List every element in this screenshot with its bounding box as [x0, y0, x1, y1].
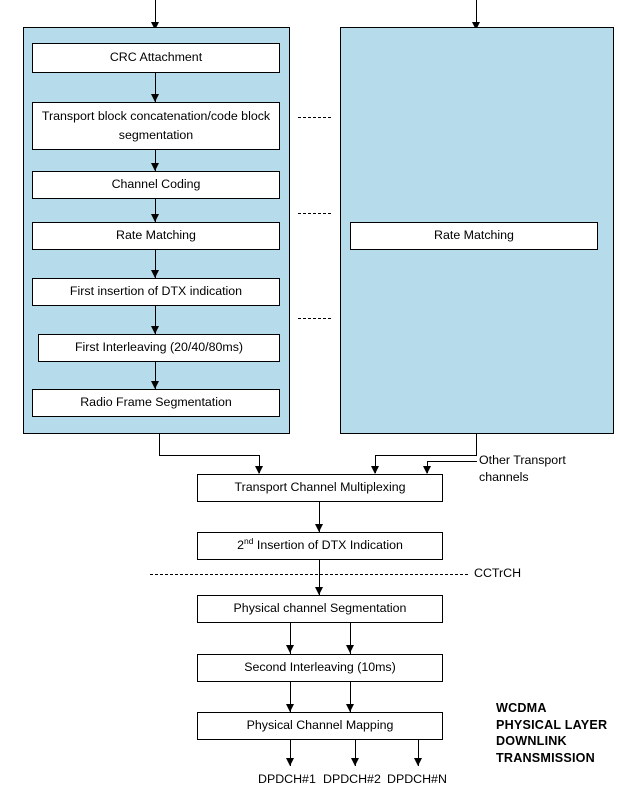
box-first-insertion-dtx[interactable]: First insertion of DTX indication: [32, 278, 280, 306]
right-panel-to-mux-head: [371, 466, 379, 474]
diagram-caption: WCDMA PHYSICAL LAYER DOWNLINK TRANSMISSI…: [496, 701, 608, 765]
dashed-connector-2: [298, 213, 331, 214]
box-second-interleaving[interactable]: Second Interleaving (10ms): [197, 654, 443, 682]
arrow-interleave2-to-mapping-head-a: [286, 704, 294, 712]
box-physical-channel-segmentation[interactable]: Physical channel Segmentation: [197, 595, 443, 623]
input-arrow-left-head: [151, 22, 159, 30]
right-panel-exit-line: [476, 434, 478, 456]
box-crc-attachment[interactable]: CRC Attachment: [32, 43, 280, 73]
box-first-interleaving[interactable]: First Interleaving (20/40/80ms): [38, 334, 280, 362]
output-label-dpdch2: DPDCH#2: [323, 772, 381, 786]
left-panel-exit-horizontal: [159, 455, 260, 457]
box-transport-block-concatenation[interactable]: Transport block concatenation/code block…: [32, 102, 280, 150]
output-line-dpdch1: [290, 740, 292, 766]
box-second-insertion-dtx[interactable]: 2nd Insertion of DTX Indication: [197, 532, 443, 560]
arrow-coding-to-ratematch-head: [151, 214, 159, 222]
arrow-coding-to-ratematch-line: [155, 199, 157, 222]
right-panel-exit-horizontal: [375, 455, 477, 457]
box-rate-matching-right[interactable]: Rate Matching: [350, 222, 598, 250]
box-channel-coding[interactable]: Channel Coding: [32, 171, 280, 199]
arrow-physeg-to-interleave2-head-a: [286, 645, 294, 653]
arrow-concat-to-coding-head: [151, 163, 159, 171]
arrow-interleave2-to-mapping-line-b: [350, 682, 352, 712]
arrow-interleaving-to-radioframe-line: [155, 362, 157, 389]
box-rate-matching-left[interactable]: Rate Matching: [32, 222, 280, 250]
arrow-crc-to-concat-line: [155, 73, 157, 102]
box-transport-channel-multiplexing[interactable]: Transport Channel Multiplexing: [197, 474, 443, 502]
other-transport-horizontal: [427, 461, 477, 463]
left-panel-to-mux-head: [255, 466, 263, 474]
arrow-crc-to-concat-head: [151, 94, 159, 102]
arrow-ratematch-to-dtx-line: [155, 250, 157, 278]
right-panel-to-mux-line: [375, 455, 377, 473]
arrow-dtx-to-interleaving-head: [151, 326, 159, 334]
arrow-dtx2-to-physeg-line: [319, 560, 321, 595]
arrow-interleave2-to-mapping-head-b: [346, 704, 354, 712]
output-arrow-dpdch1: [286, 758, 294, 766]
cctrch-divider-line: [150, 574, 468, 575]
arrow-physeg-to-interleave2-line-a: [290, 623, 292, 654]
arrow-physeg-to-interleave2-head-b: [346, 645, 354, 653]
output-arrow-dpdch2: [351, 758, 359, 766]
dashed-connector-3: [298, 318, 331, 319]
arrow-interleave2-to-mapping-line-a: [290, 682, 292, 712]
left-panel-exit-line: [159, 434, 161, 456]
arrow-concat-to-coding-line: [155, 150, 157, 171]
output-arrow-dpdchn: [414, 758, 422, 766]
input-arrow-right-line: [476, 0, 478, 30]
output-label-dpdchn: DPDCH#N: [387, 772, 447, 786]
arrow-dtx-to-interleaving-line: [155, 306, 157, 334]
arrow-ratematch-to-dtx-head: [151, 270, 159, 278]
other-transport-arrow-head: [423, 466, 431, 474]
arrow-physeg-to-interleave2-line-b: [350, 623, 352, 654]
dashed-connector-1: [298, 117, 331, 118]
output-line-dpdchn: [418, 740, 420, 766]
arrow-dtx2-to-physeg-head: [315, 587, 323, 595]
output-label-dpdch1: DPDCH#1: [258, 772, 316, 786]
arrow-mux-to-dtx2-line: [319, 502, 321, 532]
cctrch-label: CCTrCH: [474, 566, 522, 580]
box-physical-channel-mapping[interactable]: Physical Channel Mapping: [197, 712, 443, 740]
other-transport-channels-label: Other Transport channels: [479, 453, 566, 484]
box-radio-frame-segmentation[interactable]: Radio Frame Segmentation: [32, 389, 280, 417]
arrow-interleaving-to-radioframe-head: [151, 381, 159, 389]
output-line-dpdch2: [355, 740, 357, 766]
box-second-insertion-dtx-text: 2nd Insertion of DTX Indication: [237, 535, 403, 552]
input-arrow-right-head: [472, 22, 480, 30]
arrow-mux-to-dtx2-head: [315, 524, 323, 532]
input-arrow-left-line: [155, 0, 157, 30]
left-panel-to-mux-line: [259, 455, 261, 473]
